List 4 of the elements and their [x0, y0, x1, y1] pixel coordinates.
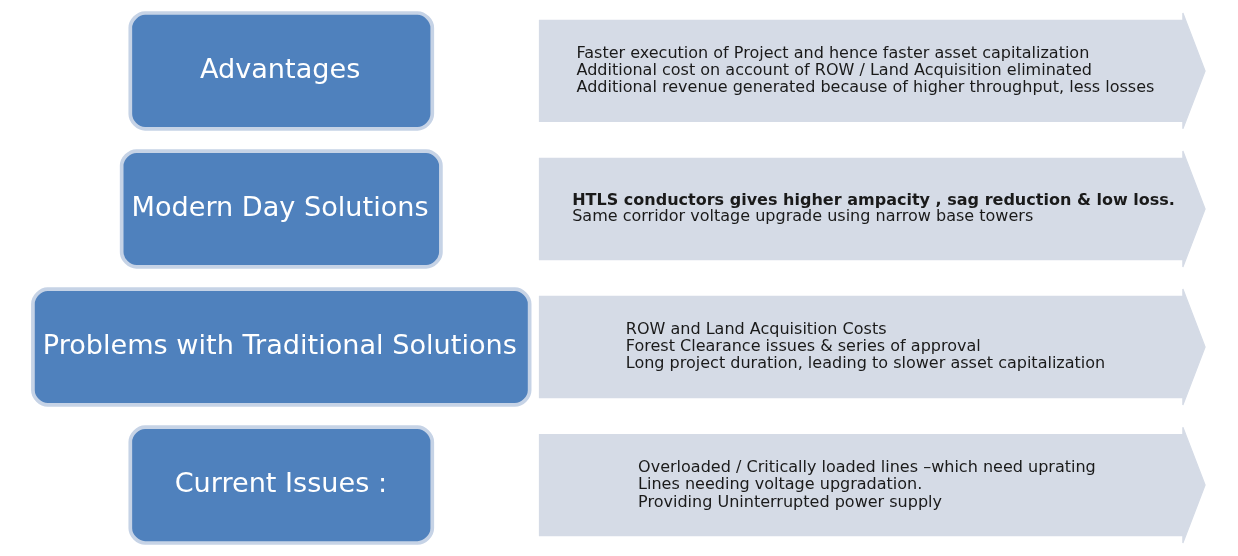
- node-box: Problems with Traditional Solutions: [31, 287, 532, 407]
- node-box: Advantages: [128, 11, 435, 131]
- node-box: Current Issues :: [128, 425, 435, 545]
- node-box: Modern Day Solutions: [119, 149, 443, 269]
